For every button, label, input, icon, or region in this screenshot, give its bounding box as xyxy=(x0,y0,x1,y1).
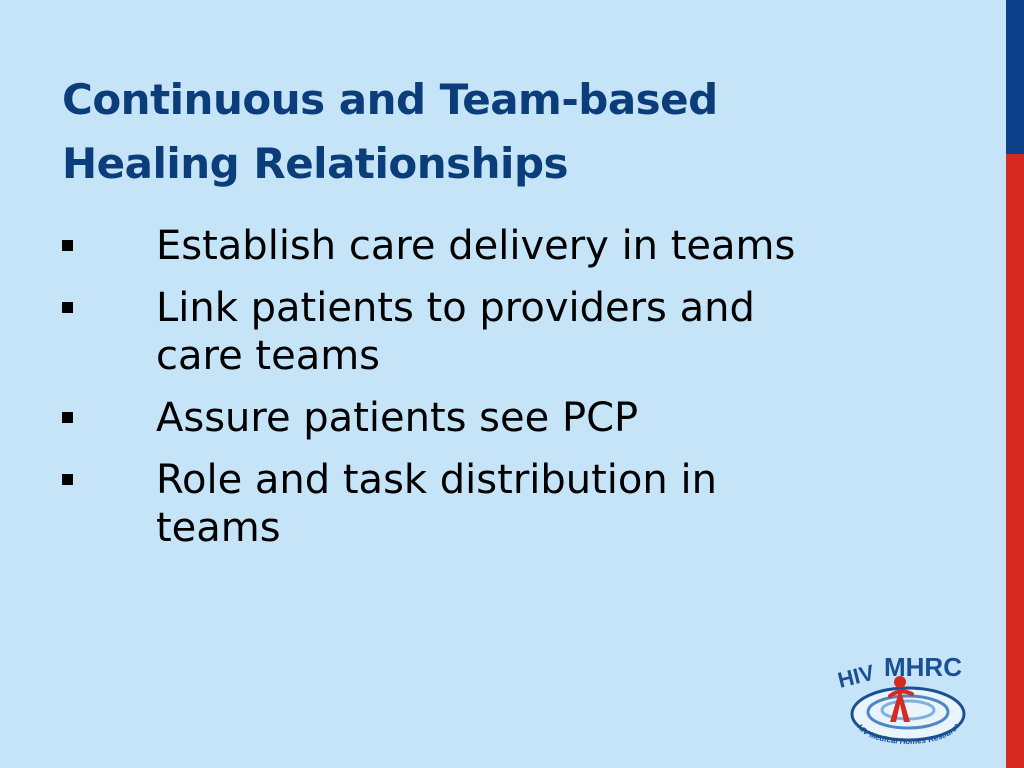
accent-bar-red xyxy=(1006,154,1024,768)
bullet-item: Assure patients see PCP xyxy=(62,394,816,442)
logo-middle-ring xyxy=(866,694,950,730)
square-bullet-icon xyxy=(62,240,73,251)
square-bullet-icon xyxy=(62,302,73,313)
bullet-text: Establish care delivery in teams xyxy=(156,223,796,269)
bullet-item: Link patients to providers and care team… xyxy=(62,284,816,380)
slide-title-line-2: Healing Relationships xyxy=(62,139,569,188)
accent-bar-blue xyxy=(1006,0,1024,154)
accent-bar xyxy=(1006,0,1024,768)
logo-prefix: HIV xyxy=(838,660,877,693)
square-bullet-icon xyxy=(62,474,73,485)
hivmhrc-logo-icon: HIV MHRC HIV Medical Homes Resource Cent… xyxy=(835,645,974,756)
logo-acronym: MHRC xyxy=(884,652,962,682)
logo-graphic: HIV MHRC HIV Medical Homes Resource Cent… xyxy=(835,645,966,746)
bullet-list: Establish care delivery in teams Link pa… xyxy=(62,222,922,566)
slide-title: Continuous and Team-based Healing Relati… xyxy=(62,68,962,196)
bullet-item: Establish care delivery in teams xyxy=(62,222,816,270)
bullet-text: Assure patients see PCP xyxy=(156,395,639,441)
bullet-text: Link patients to providers and care team… xyxy=(156,285,755,379)
logo-figure-head xyxy=(894,676,906,688)
logo-ribbon xyxy=(890,688,910,722)
logo-figure-arms xyxy=(888,689,914,698)
bullet-text: Role and task distribution in teams xyxy=(156,457,717,551)
square-bullet-icon xyxy=(62,412,73,423)
slide-title-line-1: Continuous and Team-based xyxy=(62,75,718,124)
bullet-item: Role and task distribution in teams xyxy=(62,456,816,552)
